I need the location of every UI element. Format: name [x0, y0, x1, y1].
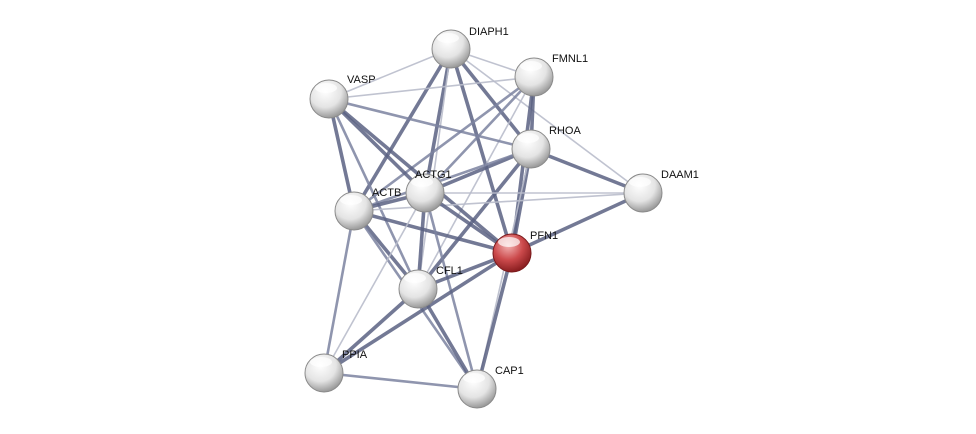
edge-rhoa-daam1[interactable]: [530, 147, 644, 195]
edge-rhoa-actb[interactable]: [353, 147, 532, 213]
edge-ppia-cap1[interactable]: [323, 371, 478, 391]
node-label: PPIA: [342, 349, 368, 361]
node-label: RHOA: [549, 125, 581, 137]
node-rhoa[interactable]: RHOA: [511, 125, 581, 169]
node-label: ACTG1: [415, 169, 452, 181]
node-highlight: [310, 357, 332, 367]
edge-actb-ppia[interactable]: [322, 210, 356, 374]
edge-fmnl1-cfl1[interactable]: [417, 76, 535, 290]
edge-pfn1-cap1[interactable]: [475, 252, 514, 390]
edge-actg1-ppia[interactable]: [323, 192, 426, 374]
node-label: PFN1: [530, 230, 558, 242]
edge-vasp-cfl1[interactable]: [327, 98, 420, 290]
node-label: ACTB: [372, 187, 401, 199]
node-actg1[interactable]: ACTG1: [405, 169, 452, 213]
node-vasp[interactable]: VASP: [309, 74, 376, 119]
node-highlight: [520, 61, 542, 71]
node-label: FMNL1: [552, 53, 588, 65]
node-highlight: [517, 133, 539, 143]
node-highlight: [463, 373, 485, 383]
edge-diaph1-cfl1[interactable]: [417, 48, 452, 290]
edge-diaph1-pfn1[interactable]: [449, 48, 514, 254]
node-daam1[interactable]: DAAM1: [623, 169, 699, 213]
node-label: CAP1: [495, 365, 524, 377]
node-fmnl1[interactable]: FMNL1: [514, 53, 588, 97]
node-highlight: [404, 273, 426, 283]
edge-actb-pfn1[interactable]: [353, 209, 513, 255]
edge-diaph1-actg1[interactable]: [423, 48, 453, 194]
edge-diaph1-vasp[interactable]: [328, 48, 452, 100]
edge-rhoa-cfl1[interactable]: [416, 147, 533, 291]
node-label: CFL1: [436, 265, 463, 277]
edge-cfl1-ppia[interactable]: [322, 287, 420, 375]
edge-fmnl1-actb[interactable]: [353, 75, 535, 213]
node-actb[interactable]: ACTB: [334, 187, 401, 231]
edge-daam1-actb[interactable]: [353, 192, 644, 212]
node-pfn1[interactable]: PFN1: [492, 230, 558, 273]
node-highlight: [340, 195, 362, 205]
node-highlight: [498, 237, 520, 247]
node-highlight: [411, 177, 433, 187]
node-label: DAAM1: [661, 169, 699, 181]
node-diaph1[interactable]: DIAPH1: [431, 26, 509, 69]
edge-fmnl1-vasp[interactable]: [328, 76, 535, 100]
edge-vasp-rhoa[interactable]: [328, 97, 532, 151]
node-highlight: [437, 33, 459, 43]
node-label: DIAPH1: [469, 26, 509, 38]
node-highlight: [315, 83, 337, 93]
edge-diaph1-rhoa[interactable]: [449, 47, 533, 151]
node-cap1[interactable]: CAP1: [457, 365, 524, 409]
edge-pfn1-ppia[interactable]: [323, 251, 513, 375]
node-ppia[interactable]: PPIA: [304, 349, 368, 393]
node-highlight: [629, 177, 651, 187]
edge-daam1-pfn1[interactable]: [511, 191, 644, 255]
node-cfl1[interactable]: CFL1: [398, 265, 463, 309]
node-label: VASP: [347, 74, 376, 86]
edge-diaph1-daam1[interactable]: [450, 48, 644, 194]
edges-layer: [322, 47, 644, 391]
